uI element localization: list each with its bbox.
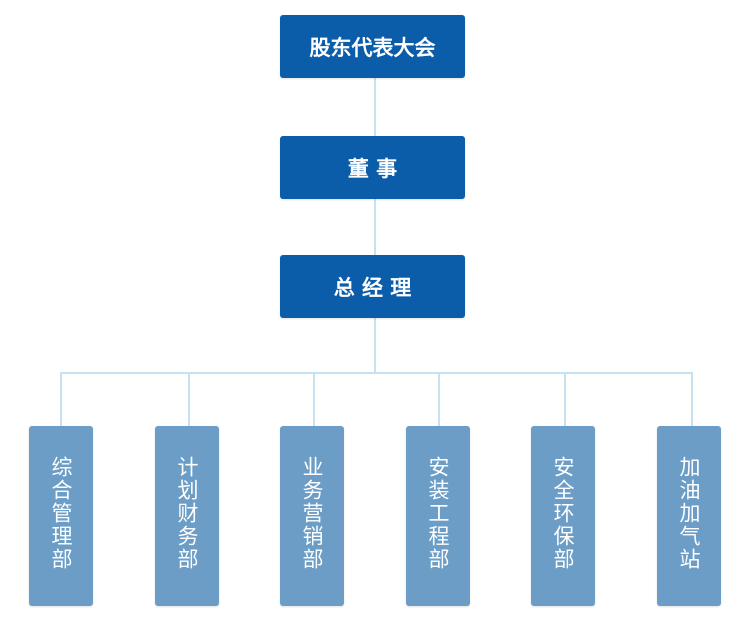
dept-label: 计划财务部 <box>175 456 199 571</box>
dept-label: 综合管理部 <box>49 456 73 571</box>
node-dept-safety-environment: 安全环保部 <box>531 426 595 606</box>
connector-dept-1 <box>60 372 62 427</box>
connector-dept-5 <box>564 372 566 427</box>
connector-shareholders-board <box>374 78 376 136</box>
connector-dept-3 <box>313 372 315 427</box>
connector-horizontal-bus <box>60 372 693 374</box>
dept-label: 安全环保部 <box>551 456 575 571</box>
node-dept-general-management: 综合管理部 <box>29 426 93 606</box>
connector-gm-bus <box>374 317 376 373</box>
node-general-manager: 总 经 理 <box>280 255 465 318</box>
node-dept-installation-engineering: 安装工程部 <box>406 426 470 606</box>
connector-dept-6 <box>691 372 693 427</box>
node-dept-business-marketing: 业务营销部 <box>280 426 344 606</box>
node-shareholders-meeting: 股东代表大会 <box>280 15 465 78</box>
connector-dept-4 <box>438 372 440 427</box>
connector-board-gm <box>374 199 376 255</box>
node-board: 董 事 <box>280 136 465 199</box>
node-board-label: 董 事 <box>347 156 398 181</box>
node-dept-planning-finance: 计划财务部 <box>155 426 219 606</box>
dept-label: 业务营销部 <box>300 456 324 571</box>
dept-label: 安装工程部 <box>426 456 450 571</box>
connector-dept-2 <box>188 372 190 427</box>
node-dept-gas-station: 加油加气站 <box>657 426 721 606</box>
node-general-manager-label: 总 经 理 <box>333 275 412 300</box>
dept-label: 加油加气站 <box>677 456 701 571</box>
node-shareholders-label: 股东代表大会 <box>309 35 436 60</box>
